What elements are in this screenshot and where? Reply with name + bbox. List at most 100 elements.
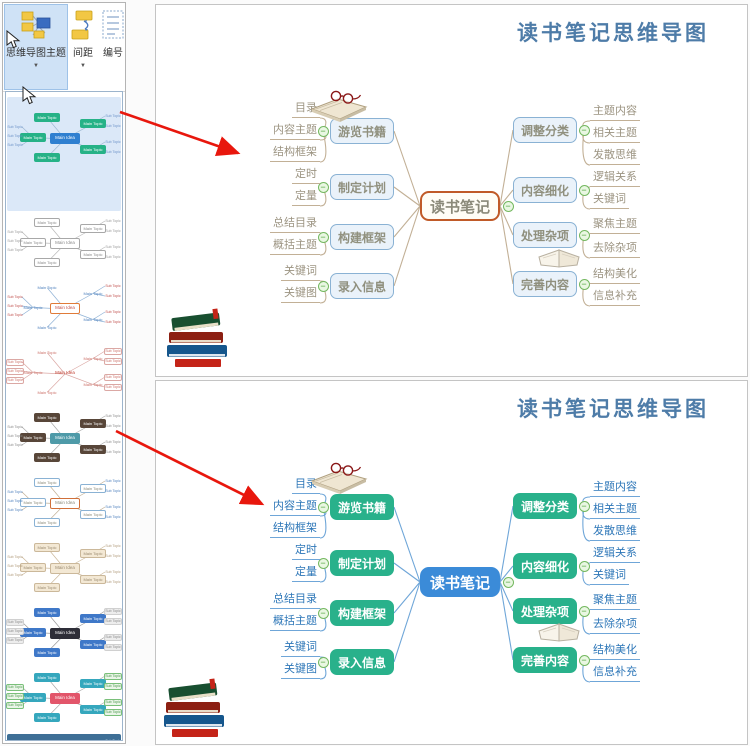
collapse-minus-icon[interactable]: − xyxy=(578,278,590,290)
subtopic-node-right-1-3[interactable]: 发散思维 xyxy=(590,524,640,541)
topic-node-left-4[interactable]: 录入信息 xyxy=(330,273,394,299)
subtopic-node-right-1-2[interactable]: 相关主题 xyxy=(590,126,640,143)
subtopic-node-left-1-3[interactable]: 结构框架 xyxy=(270,145,320,162)
subtopic-node-right-4-2[interactable]: 信息补充 xyxy=(590,665,640,682)
collapse-minus-icon[interactable]: − xyxy=(578,654,590,666)
topic-node-left-2[interactable]: 制定计划 xyxy=(330,174,394,200)
spacing-button[interactable]: 间距 ▼ xyxy=(68,4,98,90)
subtopic-node-left-1-1[interactable]: 目录 xyxy=(292,101,320,118)
thumb-topic-label: Main Topic xyxy=(34,713,60,722)
subtopic-node-left-4-1[interactable]: 关键词 xyxy=(281,640,320,657)
topic-node-left-1[interactable]: 游览书籍 xyxy=(330,118,394,144)
open-book-icon[interactable] xyxy=(536,245,582,278)
subtopic-node-right-2-2[interactable]: 关键词 xyxy=(590,568,629,585)
book-glasses-icon[interactable] xyxy=(306,89,372,128)
topic-node-right-2[interactable]: 内容细化 xyxy=(513,553,577,579)
topic-node-left-4[interactable]: 录入信息 xyxy=(330,649,394,675)
dropdown-caret[interactable]: ▼ xyxy=(80,63,86,69)
subtopic-node-left-2-2[interactable]: 定量 xyxy=(292,565,320,582)
subtopic-node-right-4-2[interactable]: 信息补充 xyxy=(590,289,640,306)
collapse-minus-icon[interactable]: − xyxy=(317,231,329,243)
topic-node-right-1[interactable]: 调整分类 xyxy=(513,493,577,519)
topic-node-right-2[interactable]: 内容细化 xyxy=(513,177,577,203)
collapse-minus-icon[interactable]: − xyxy=(578,124,590,136)
book-glasses-icon[interactable] xyxy=(306,461,372,500)
open-book-icon[interactable] xyxy=(536,619,582,652)
topic-node-right-1[interactable]: 调整分类 xyxy=(513,117,577,143)
topic-node-right-3[interactable]: 处理杂项 xyxy=(513,222,577,248)
subtopic-node-left-2-1[interactable]: 定时 xyxy=(292,543,320,560)
collapse-minus-icon[interactable]: − xyxy=(502,576,514,588)
thumb-sub-label: Sub Topic xyxy=(104,608,122,615)
collapse-minus-icon[interactable]: − xyxy=(578,605,590,617)
topic-node-right-4[interactable]: 完善内容 xyxy=(513,271,577,297)
subtopic-node-left-4-1[interactable]: 关键词 xyxy=(281,264,320,281)
thumb-topic-label: Main Topic xyxy=(80,484,106,493)
collapse-minus-icon[interactable]: − xyxy=(502,200,514,212)
subtopic-node-right-1-2[interactable]: 相关主题 xyxy=(590,502,640,519)
subtopic-node-left-2-1[interactable]: 定时 xyxy=(292,167,320,184)
subtopic-node-right-1-3[interactable]: 发散思维 xyxy=(590,148,640,165)
topic-node-left-1[interactable]: 游览书籍 xyxy=(330,494,394,520)
subtopic-node-left-2-2[interactable]: 定量 xyxy=(292,189,320,206)
subtopic-node-left-1-2[interactable]: 内容主题 xyxy=(270,123,320,140)
topic-node-left-2[interactable]: 制定计划 xyxy=(330,550,394,576)
topic-node-left-3[interactable]: 构建框架 xyxy=(330,224,394,250)
collapse-minus-icon[interactable]: − xyxy=(317,557,329,569)
numbering-button[interactable]: 编号 xyxy=(98,4,128,90)
books-stack-icon[interactable] xyxy=(161,675,235,746)
subtopic-node-right-3-1[interactable]: 聚焦主题 xyxy=(590,593,640,610)
collapse-minus-icon[interactable]: − xyxy=(317,501,329,513)
subtopic-node-right-3-1[interactable]: 聚焦主题 xyxy=(590,217,640,234)
subtopic-node-left-4-2[interactable]: 关键图 xyxy=(281,286,320,303)
central-topic-node[interactable]: 读书笔记 xyxy=(420,191,500,221)
topic-node-left-3[interactable]: 构建框架 xyxy=(330,600,394,626)
collapse-minus-icon[interactable]: − xyxy=(317,125,329,137)
collapse-minus-icon[interactable]: − xyxy=(578,229,590,241)
dropdown-caret[interactable]: ▼ xyxy=(33,63,39,69)
collapse-minus-icon[interactable]: − xyxy=(317,280,329,292)
subtopic-node-left-3-2[interactable]: 概括主题 xyxy=(270,614,320,631)
subtopic-node-right-2-2[interactable]: 关键词 xyxy=(590,192,629,209)
subtopic-node-left-1-2[interactable]: 内容主题 xyxy=(270,499,320,516)
mindmap-theme-button[interactable]: 思维导图主题 ▼ xyxy=(4,4,68,90)
collapse-minus-icon[interactable]: − xyxy=(578,500,590,512)
collapse-minus-icon[interactable]: − xyxy=(578,560,590,572)
topic-node-right-3[interactable]: 处理杂项 xyxy=(513,598,577,624)
collapse-minus-icon[interactable]: − xyxy=(578,184,590,196)
books-stack-icon[interactable] xyxy=(164,305,238,376)
thumb-sub-label: Sub Topic xyxy=(104,644,122,651)
collapse-minus-icon[interactable]: − xyxy=(317,607,329,619)
subtopic-node-left-3-1[interactable]: 总结目录 xyxy=(270,216,320,233)
subtopic-node-left-4-2[interactable]: 关键图 xyxy=(281,662,320,679)
thumb-sub-label: Sub Topic xyxy=(105,244,121,249)
map-title[interactable]: 读书笔记思维导图 xyxy=(517,20,709,45)
subtopic-node-right-4-1[interactable]: 结构美化 xyxy=(590,267,640,284)
collapse-minus-icon[interactable]: − xyxy=(317,656,329,668)
subtopic-node-right-4-1[interactable]: 结构美化 xyxy=(590,643,640,660)
central-topic-node[interactable]: 读书笔记 xyxy=(420,567,500,597)
subtopic-node-right-3-2[interactable]: 去除杂项 xyxy=(590,241,640,258)
thumb-sub-label: Sub Topic xyxy=(105,488,121,493)
collapse-minus-icon[interactable]: − xyxy=(317,181,329,193)
subtopic-node-right-3-2[interactable]: 去除杂项 xyxy=(590,617,640,634)
subtopic-node-right-2-1[interactable]: 逻辑关系 xyxy=(590,170,640,187)
topic-node-right-4[interactable]: 完善内容 xyxy=(513,647,577,673)
subtopic-node-right-1-1[interactable]: 主题内容 xyxy=(590,480,640,497)
subtopic-node-left-3-1[interactable]: 总结目录 xyxy=(270,592,320,609)
subtopic-node-left-3-2[interactable]: 概括主题 xyxy=(270,238,320,255)
subtopic-node-right-1-1[interactable]: 主题内容 xyxy=(590,104,640,121)
subtopic-node-right-2-1[interactable]: 逻辑关系 xyxy=(590,546,640,563)
subtopic-node-left-1-3[interactable]: 结构框架 xyxy=(270,521,320,538)
map-title[interactable]: 读书笔记思维导图 xyxy=(517,396,709,421)
